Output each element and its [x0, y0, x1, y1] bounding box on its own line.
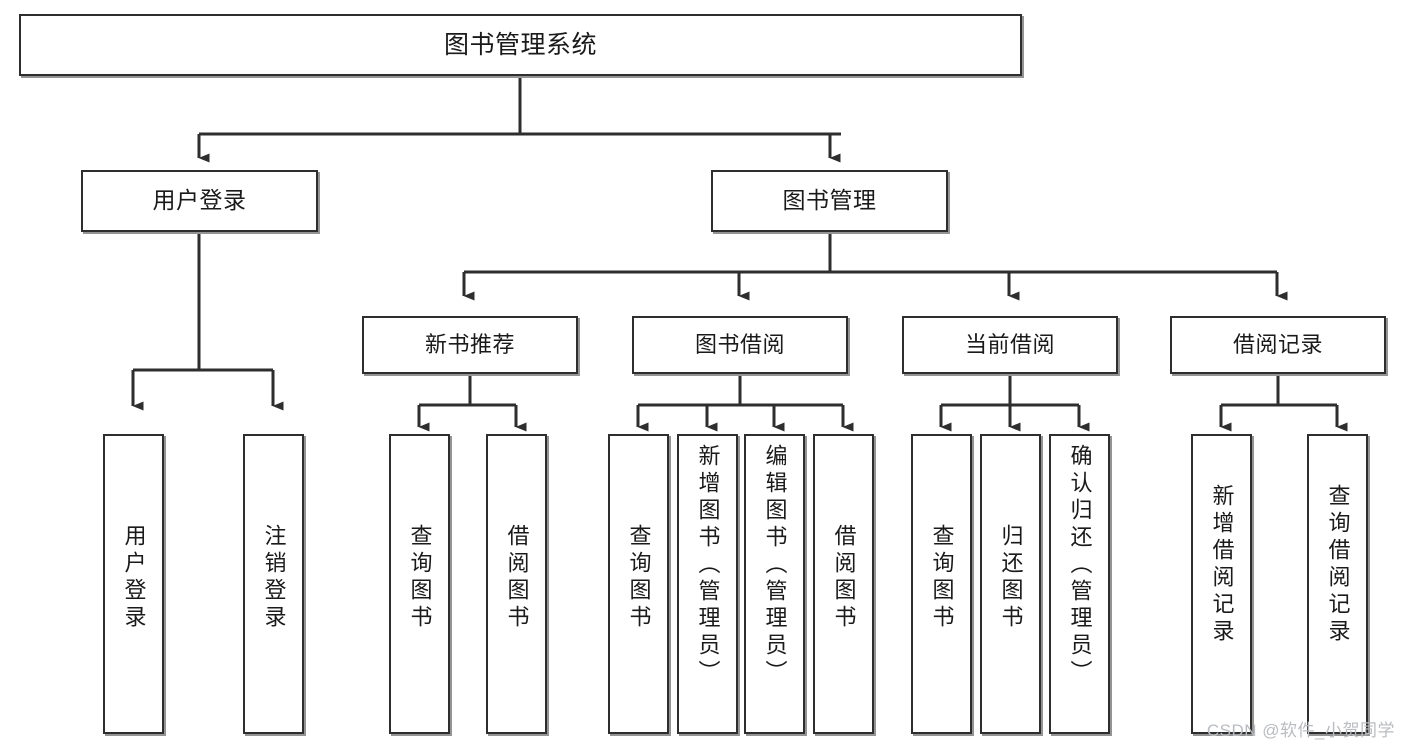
edges-borrowrecord-to-leaves — [1219, 376, 1348, 432]
leaf-user-login[interactable]: 用户登录 — [103, 434, 164, 734]
node-new-book-recommend-label: 新书推荐 — [424, 331, 515, 357]
leaf-add-book-admin[interactable]: 新增图书（管理员） — [677, 434, 738, 734]
edges-userlogin-to-leaves — [131, 234, 284, 411]
leaf-edit-book-admin-label: 编辑图书（管理员） — [762, 444, 788, 687]
leaf-add-borrow-record-label: 新增借阅记录 — [1209, 484, 1235, 646]
leaf-borrow-book-borrow-label: 借阅图书 — [831, 524, 857, 632]
edges-root-to-level2 — [197, 78, 841, 163]
leaf-query-book-new[interactable]: 查询图书 — [389, 434, 450, 734]
node-current-borrow[interactable]: 当前借阅 — [902, 316, 1118, 374]
leaf-confirm-return-admin-label: 确认归还（管理员） — [1067, 444, 1093, 687]
leaf-query-book-borrow[interactable]: 查询图书 — [608, 434, 669, 734]
leaf-logout-login-label: 注销登录 — [261, 524, 287, 632]
leaf-query-book-borrow-label: 查询图书 — [626, 524, 652, 632]
node-book-management-label: 图书管理 — [782, 187, 877, 214]
leaf-borrow-book-borrow[interactable]: 借阅图书 — [813, 434, 874, 734]
node-root-label: 图书管理系统 — [443, 31, 597, 59]
leaf-borrow-book-new[interactable]: 借阅图书 — [486, 434, 547, 734]
leaf-query-book-new-label: 查询图书 — [407, 524, 433, 632]
node-borrow-record[interactable]: 借阅记录 — [1170, 316, 1386, 374]
node-book-borrow-label: 图书借阅 — [694, 331, 785, 357]
leaf-query-book-current[interactable]: 查询图书 — [911, 434, 972, 734]
edges-bookborrow-to-leaves — [636, 376, 854, 432]
leaf-query-borrow-record-label: 查询借阅记录 — [1325, 484, 1351, 646]
leaf-return-book[interactable]: 归还图书 — [980, 434, 1041, 734]
leaf-logout-login[interactable]: 注销登录 — [243, 434, 304, 734]
leaf-borrow-book-new-label: 借阅图书 — [504, 524, 530, 632]
leaf-edit-book-admin[interactable]: 编辑图书（管理员） — [744, 434, 805, 734]
node-borrow-record-label: 借阅记录 — [1232, 331, 1323, 357]
leaf-add-book-admin-label: 新增图书（管理员） — [695, 444, 721, 687]
leaf-query-borrow-record[interactable]: 查询借阅记录 — [1307, 434, 1368, 734]
edges-bookmanage-to-level3 — [462, 234, 1288, 301]
leaf-confirm-return-admin[interactable]: 确认归还（管理员） — [1049, 434, 1110, 734]
leaf-add-borrow-record[interactable]: 新增借阅记录 — [1191, 434, 1252, 734]
csdn-watermark: CSDN @软件_小贺同学 — [1206, 721, 1395, 740]
node-user-login-label: 用户登录 — [152, 187, 247, 214]
leaf-user-login-label: 用户登录 — [121, 524, 147, 632]
edges-currentborrow-to-leaves — [939, 376, 1090, 432]
node-book-management[interactable]: 图书管理 — [711, 170, 948, 232]
node-new-book-recommend[interactable]: 新书推荐 — [362, 316, 578, 374]
leaf-query-book-current-label: 查询图书 — [929, 524, 955, 632]
node-user-login[interactable]: 用户登录 — [81, 170, 318, 232]
edges-newbook-to-leaves — [417, 376, 527, 432]
node-current-borrow-label: 当前借阅 — [964, 331, 1055, 357]
node-root-book-management-system[interactable]: 图书管理系统 — [19, 14, 1022, 76]
node-book-borrow[interactable]: 图书借阅 — [632, 316, 848, 374]
leaf-return-book-label: 归还图书 — [998, 524, 1024, 632]
